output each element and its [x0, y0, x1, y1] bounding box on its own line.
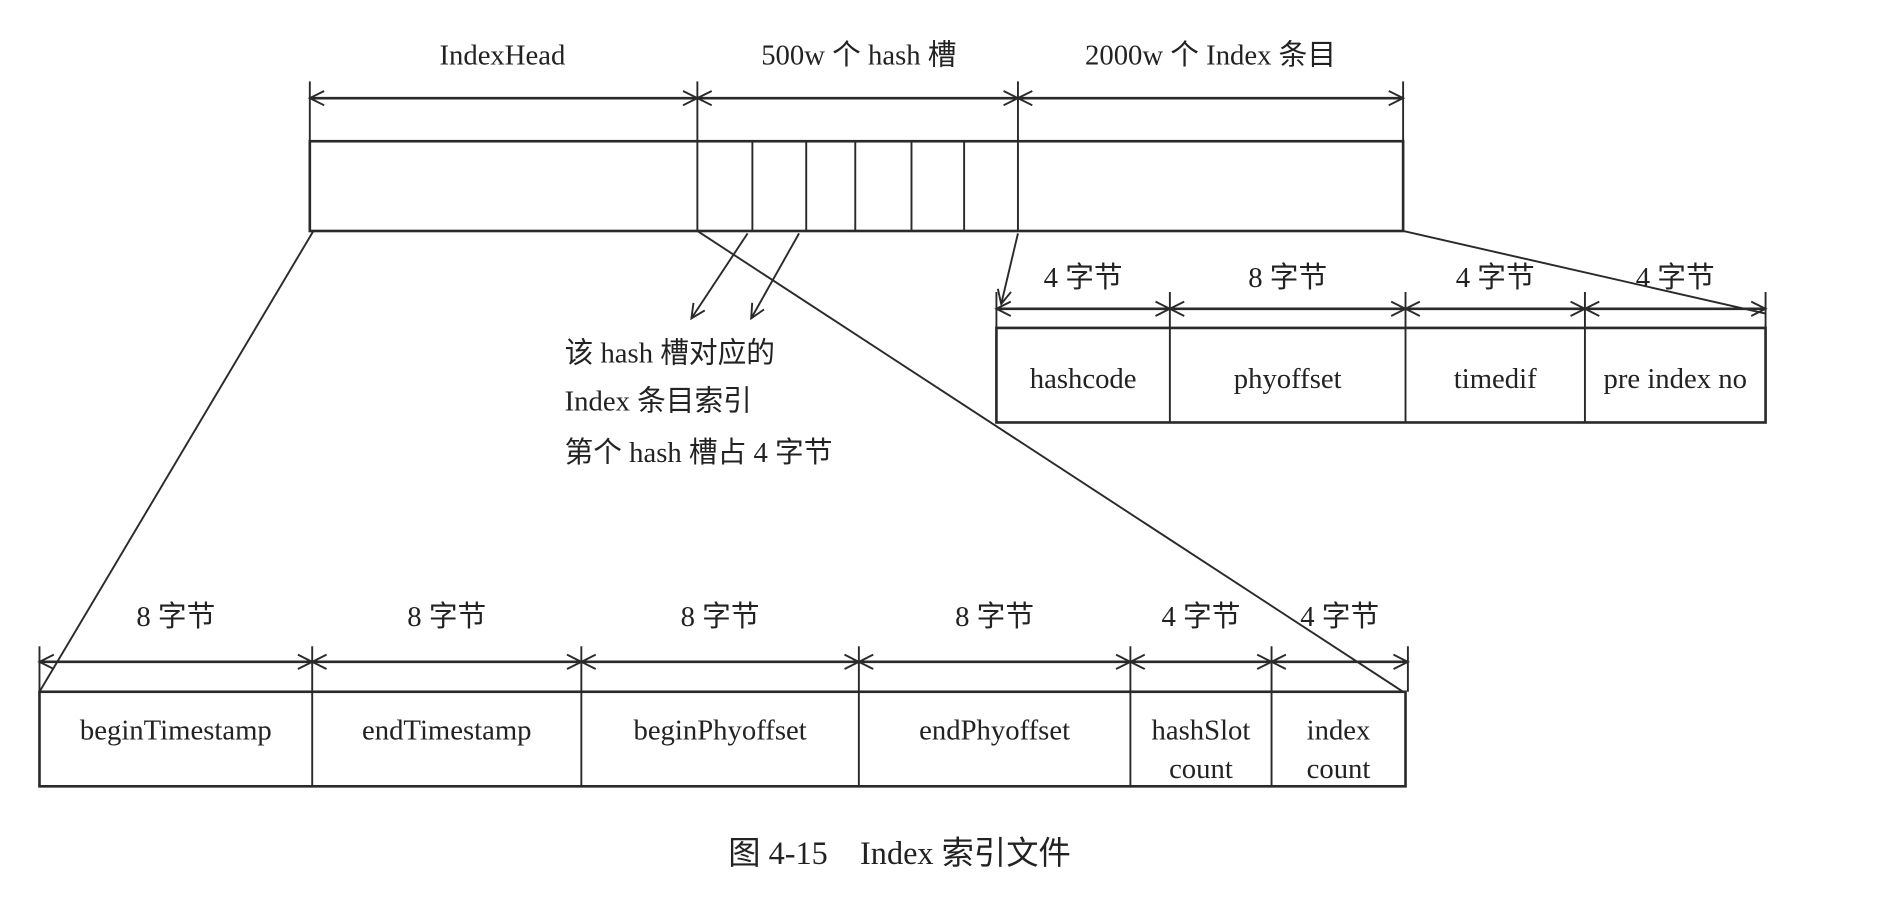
annotation-line: 第个 hash 槽占 4 字节 [565, 437, 833, 469]
slot-pointer-arrow [690, 232, 749, 319]
index-head-structure: 8 字节 8 字节 8 字节 8 字节 4 字节 4 字节 beginTimestamp en… [37, 601, 1411, 788]
field-size-label: 8 字节 [955, 601, 1034, 633]
index-entry-structure: 4 字节 8 字节 4 字节 4 字节 hashcode phyoffset timedif… [994, 262, 1768, 424]
field-size-label: 8 字节 [1248, 262, 1327, 294]
field-name: hashSlot [1152, 715, 1251, 747]
field-size-label: 8 字节 [407, 601, 486, 633]
field-name: count [1169, 753, 1233, 785]
field-name: beginPhyoffset [633, 715, 806, 747]
arrow-right-icon [1393, 653, 1411, 670]
arrow-left-icon [37, 653, 55, 670]
field-name: pre index no [1604, 363, 1747, 395]
field-name: endPhyoffset [919, 715, 1070, 747]
field-size-label: 8 字节 [681, 601, 760, 633]
slot-pointer-arrow [750, 232, 800, 319]
section-label: 500w 个 hash 槽 [761, 40, 956, 72]
section-label: 2000w 个 Index 条目 [1085, 40, 1336, 72]
field-size-label: 4 字节 [1300, 601, 1379, 633]
arrow-left-icon [1582, 300, 1600, 317]
index-file-bar [308, 139, 1405, 233]
field-size-label: 4 字节 [1636, 262, 1715, 294]
zoom-line-entry [1402, 230, 1766, 315]
arrow-left-icon [1269, 653, 1287, 670]
field-name: count [1307, 753, 1371, 785]
field-name: endTimestamp [362, 715, 532, 747]
entry-pointer-arrow [1000, 233, 1019, 305]
field-size-label: 4 字节 [1456, 262, 1535, 294]
field-name: phyoffset [1234, 363, 1342, 395]
connector-lines [38, 230, 1766, 693]
arrow-right-icon [1388, 90, 1406, 107]
arrowhead-icon [996, 288, 1012, 307]
arrow-left-icon [1167, 300, 1185, 317]
field-name: hashcode [1030, 363, 1137, 395]
arrow-right-icon [1750, 300, 1768, 317]
index-head-table [38, 690, 1407, 788]
field-size-label: 8 字节 [136, 601, 215, 633]
arrow-left-icon [856, 653, 874, 670]
field-name: index [1307, 715, 1371, 747]
annotation-line: Index 条目索引 [565, 386, 752, 418]
section-label: IndexHead [439, 40, 565, 72]
arrowhead-icon [690, 302, 706, 321]
arrow-left-icon [695, 90, 713, 107]
arrow-left-icon [1015, 90, 1033, 107]
arrow-left-icon [994, 300, 1012, 317]
annotation-line: 该 hash 槽对应的 [565, 338, 775, 370]
index-file-overview: IndexHead 500w 个 hash 槽 2000w 个 Index 条目 [307, 40, 1406, 233]
zoom-line-head-left [38, 230, 315, 693]
field-name: beginTimestamp [80, 715, 272, 747]
arrow-left-icon [1403, 300, 1421, 317]
arrow-left-icon [579, 653, 597, 670]
zoom-line-head-right [696, 230, 1404, 693]
figure-caption: 图 4-15 Index 索引文件 [728, 835, 1071, 871]
arrow-left-icon [1128, 653, 1146, 670]
index-entry-table [995, 326, 1767, 424]
field-name: timedif [1454, 363, 1537, 395]
field-size-label: 4 字节 [1162, 601, 1241, 633]
field-size-label: 4 字节 [1044, 262, 1123, 294]
arrow-left-icon [307, 90, 325, 107]
arrow-left-icon [310, 653, 327, 670]
arrowhead-icon [750, 302, 765, 321]
